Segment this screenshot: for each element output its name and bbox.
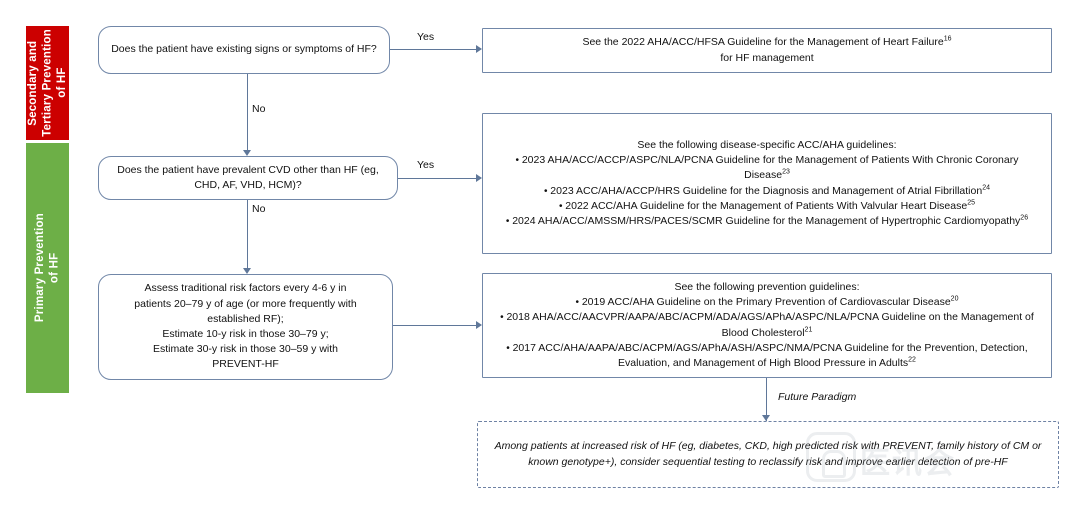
list-item-ref: 21 — [804, 326, 813, 333]
arrowhead-q1-yes — [476, 45, 482, 53]
list-item: • 2024 AHA/ACC/AMSSM/HRS/PACES/SCMR Guid… — [491, 214, 1043, 229]
decision-existing-hf-symptoms: Does the patient have existing signs or … — [98, 26, 390, 74]
prevention-list: • 2019 ACC/AHA Guideline on the Primary … — [491, 295, 1043, 371]
arrowhead-future-paradigm — [762, 415, 770, 421]
list-item-ref: 26 — [1020, 214, 1029, 222]
list-item-text: 2019 ACC/AHA Guideline on the Primary Pr… — [581, 296, 951, 309]
list-item: • 2022 ACC/AHA Guideline for the Managem… — [491, 199, 1043, 214]
list-item: • 2023 ACC/AHA/ACCP/HRS Guideline for th… — [491, 184, 1043, 199]
bullet-icon: • — [515, 155, 522, 167]
arrowhead-q2-yes — [476, 174, 482, 182]
bullet-icon: • — [544, 185, 551, 197]
hf-management-ref: 16 — [943, 35, 952, 43]
assess-line-5: Estimate 30-y risk in those 30–59 y with — [152, 343, 338, 356]
decision-q2-text: Does the patient have prevalent CVD othe… — [117, 163, 379, 191]
bullet-icon: • — [506, 342, 513, 354]
band-secondary-label: Secondary and Tertiary Prevention of HF — [26, 29, 68, 137]
list-item-ref: 25 — [967, 199, 975, 207]
list-item-text: 2017 ACC/AHA/AAPA/ABC/ACPM/AGS/APhA/ASH/… — [512, 341, 1028, 369]
connector-future-paradigm — [766, 378, 768, 421]
band-primary-label: Primary Prevention of HF — [34, 213, 61, 323]
disease-specific-list: • 2023 AHA/ACC/ACCP/ASPC/NLA/PCNA Guidel… — [491, 153, 1043, 229]
edge-label-no-1: No — [252, 103, 266, 115]
outcome-hf-management: See the 2022 AHA/ACC/HFSA Guideline for … — [482, 28, 1052, 73]
arrowhead-q2-no — [243, 268, 251, 274]
bullet-icon: • — [575, 297, 582, 309]
list-item-text: 2018 AHA/ACC/AACVPR/AAPA/ABC/ACPM/ADA/AG… — [506, 311, 1034, 339]
outcome-disease-specific-guidelines: See the following disease-specific ACC/A… — [482, 113, 1052, 254]
list-item-ref: 24 — [982, 184, 990, 191]
connector-q3-prevention — [393, 325, 476, 327]
outcome-future-paradigm: Among patients at increased risk of HF (… — [477, 421, 1059, 488]
list-item-text: 2024 AHA/ACC/AMSSM/HRS/PACES/SCMR Guidel… — [512, 214, 1021, 227]
connector-q2-yes — [398, 178, 476, 180]
band-secondary-tertiary-prevention: Secondary and Tertiary Prevention of HF — [26, 26, 69, 140]
hf-management-line2: for HF management — [720, 51, 814, 64]
decision-prevalent-cvd: Does the patient have prevalent CVD othe… — [98, 156, 398, 200]
disease-specific-heading: See the following disease-specific ACC/A… — [637, 138, 897, 151]
list-item-text: 2022 ACC/AHA Guideline for the Managemen… — [565, 199, 968, 212]
list-item: • 2023 AHA/ACC/ACCP/ASPC/NLA/PCNA Guidel… — [491, 153, 1043, 183]
connector-q2-no — [247, 200, 249, 268]
list-item: • 2019 ACC/AHA Guideline on the Primary … — [491, 295, 1043, 310]
edge-label-yes-2: Yes — [417, 159, 435, 171]
prevention-heading: See the following prevention guidelines: — [674, 280, 860, 293]
outcome-hf-management-text: See the 2022 AHA/ACC/HFSA Guideline for … — [491, 35, 1043, 65]
list-item-text: 2023 ACC/AHA/ACCP/HRS Guideline for the … — [550, 184, 983, 197]
assess-line-1: Assess traditional risk factors every 4-… — [144, 282, 347, 295]
arrowhead-q1-no — [243, 150, 251, 156]
assess-line-2: patients 20–79 y of age (or more frequen… — [134, 297, 357, 310]
edge-label-yes-1: Yes — [417, 31, 435, 43]
list-item: • 2018 AHA/ACC/AACVPR/AAPA/ABC/ACPM/ADA/… — [491, 310, 1043, 340]
decision-q1-text: Does the patient have existing signs or … — [111, 43, 377, 56]
assess-line-4: Estimate 10-y risk in those 30–79 y; — [162, 328, 329, 340]
edge-label-future-paradigm: Future Paradigm — [778, 391, 857, 403]
bullet-icon: • — [500, 312, 507, 324]
list-item-ref: 22 — [908, 356, 916, 364]
bullet-icon: • — [505, 215, 513, 227]
hf-management-line1: See the 2022 AHA/ACC/HFSA Guideline for … — [582, 36, 944, 49]
action-assess-risk-text: Assess traditional risk factors every 4-… — [107, 281, 384, 372]
list-item-ref: 23 — [782, 168, 790, 176]
assess-line-6: PREVENT-HF — [212, 358, 279, 371]
list-item: • 2017 ACC/AHA/AAPA/ABC/ACPM/AGS/APhA/AS… — [491, 341, 1043, 371]
edge-label-no-2: No — [252, 203, 266, 215]
connector-q1-no — [247, 74, 249, 150]
bullet-icon: • — [558, 200, 566, 212]
arrowhead-q3-prevention — [476, 321, 482, 329]
assess-line-3: established RF); — [207, 312, 284, 325]
list-item-text: 2023 AHA/ACC/ACCP/ASPC/NLA/PCNA Guidelin… — [521, 154, 1019, 182]
connector-q1-yes — [390, 49, 476, 51]
action-assess-risk-factors: Assess traditional risk factors every 4-… — [98, 274, 393, 380]
future-paradigm-text: Among patients at increased risk of HF (… — [494, 440, 1042, 468]
outcome-prevention-guidelines: See the following prevention guidelines:… — [482, 273, 1052, 378]
list-item-ref: 20 — [950, 295, 959, 303]
band-primary-prevention: Primary Prevention of HF — [26, 143, 69, 393]
